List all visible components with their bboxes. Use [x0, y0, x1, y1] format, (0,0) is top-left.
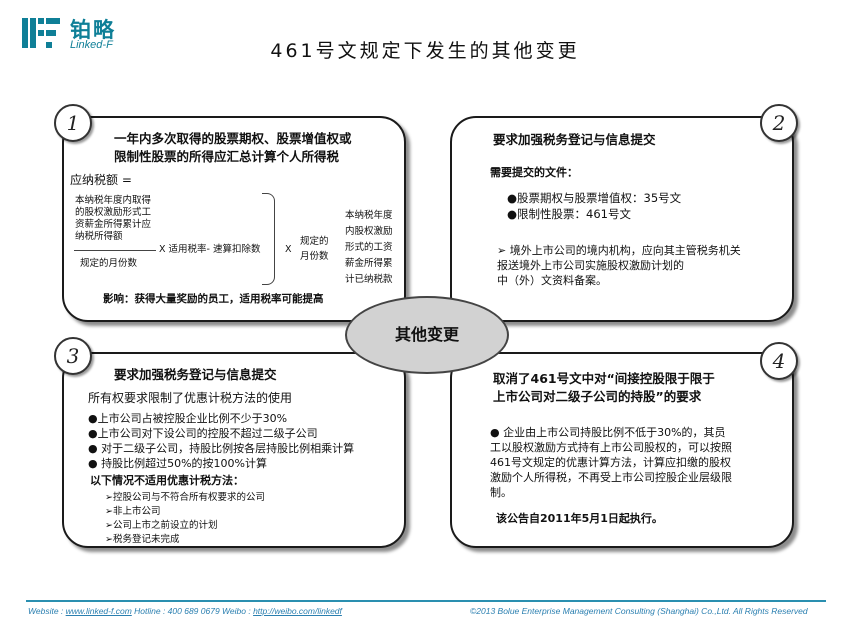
center-topic: 其他变更 [345, 296, 509, 374]
card-4-para-1: ● 企业由上市公司持股比例不低于30%的，其员 [490, 426, 726, 439]
card-3-bullet-2: ●上市公司对下设公司的控股不超过二级子公司 [88, 427, 318, 440]
card-1 [62, 116, 406, 322]
card-3-intro: 所有权要求限制了优惠计税方法的使用 [88, 391, 293, 405]
card-1-right-2: 内股权激励 [345, 226, 393, 237]
footer-website-link[interactable]: www.linked-f.com [65, 606, 132, 616]
card-4-heading-line2: 上市公司对二级子公司的持股”的要求 [493, 389, 702, 404]
logo: 铂略 Linked-F [22, 12, 162, 58]
footer-copyright: ©2013 Bolue Enterprise Management Consul… [470, 606, 808, 616]
card-1-formula-denominator: 规定的月份数 [80, 258, 138, 269]
card-4-effective-note: 该公告自2011年5月1日起执行。 [496, 512, 663, 525]
card-3-item-2: ➢非上市公司 [105, 506, 161, 517]
card-1-formula-numerator-1: 本纳税年度内取得 [75, 195, 152, 206]
card-1-right-1: 本纳税年度 [345, 210, 393, 221]
card-4-para-3: 461号文规定的优惠计算方法，计算应扣缴的股权 [490, 456, 731, 469]
card-1-formula-multiply: X [285, 244, 292, 255]
card-3-item-3: ➢公司上市之前设立的计划 [105, 520, 218, 531]
card-3-item-4: ➢税务登记未完成 [105, 534, 180, 545]
card-1-number: 1 [54, 104, 92, 142]
card-4-para-5: 制。 [490, 486, 512, 499]
footer-hotline: Hotline : 400 689 0679 Weibo : [131, 606, 254, 616]
footer-weibo-link[interactable]: http://weibo.com/linkedf [253, 606, 342, 616]
card-1-heading-line1: 一年内多次取得的股票期权、股票增值权或 [114, 131, 352, 146]
card-1-right-5: 计已纳税款 [345, 274, 393, 285]
logo-subtext: Linked-F [70, 39, 113, 51]
card-4-number: 4 [760, 342, 798, 380]
card-4-para-2: 工以股权激励方式持有上市公司股权的，可以按照 [490, 441, 732, 454]
card-3-bullet-1: ●上市公司占被控股企业比例不少于30% [88, 412, 288, 425]
card-1-formula-numerator-4: 纳税所得额 [75, 231, 123, 242]
card-2-subheading: 需要提交的文件： [490, 166, 578, 179]
card-1-formula-rate: X 适用税率- 速算扣除数 [159, 244, 261, 255]
card-3-item-1: ➢控股公司与不符合所有权要求的公司 [105, 492, 265, 503]
card-1-tax-label: 应纳税额 = [70, 173, 132, 187]
card-3-bullet-3: ● 对于二级子公司，持股比例按各层持股比例相乘计算 [88, 442, 355, 455]
card-2-bullet-2: ●限制性股票：461号文 [507, 207, 631, 221]
card-3-bullet-4: ● 持股比例超过50%的按100%计算 [88, 457, 267, 470]
card-1-formula-months-2: 月份数 [300, 251, 329, 262]
card-1-right-3: 形式的工资 [345, 242, 393, 253]
page-title: 461号文规定下发生的其他变更 [270, 40, 580, 62]
card-1-formula-numerator-3: 资薪金所得累计应 [75, 219, 152, 230]
card-2-bullet-1: ●股票期权与股票增值权：35号文 [507, 191, 682, 205]
card-3-number: 3 [54, 337, 92, 375]
card-2 [450, 116, 794, 322]
footer-website-label: Website : [28, 606, 66, 616]
card-2-number: 2 [760, 104, 798, 142]
card-1-impact: 影响：获得大量奖励的员工，适用税率可能提高 [103, 293, 324, 305]
card-2-heading: 要求加强税务登记与信息提交 [493, 132, 656, 147]
card-2-para-2: 报送境外上市公司实施股权激励计划的 [497, 259, 684, 272]
card-1-heading-line2: 限制性股票的所得应汇总计算个人所得税 [114, 149, 340, 164]
card-1-formula-numerator-2: 的股权激励形式工 [75, 207, 152, 218]
card-1-formula-months-1: 规定的 [300, 236, 329, 247]
card-3-heading: 要求加强税务登记与信息提交 [114, 367, 277, 382]
card-4-para-4: 激励个人所得税，不再受上市公司控股企业层级限 [490, 471, 732, 484]
card-2-para-3: 中（外）文资料备案。 [497, 274, 607, 287]
card-3-subheading: 以下情况不适用优惠计税方法： [90, 474, 244, 487]
card-1-formula-bracket [262, 193, 275, 285]
card-4-heading-line1: 取消了461号文中对“间接控股限于限于 [493, 371, 715, 386]
card-1-fraction-line [74, 250, 156, 251]
footer-contact: Website : www.linked-f.com Hotline : 400… [28, 606, 342, 616]
card-4 [450, 352, 794, 548]
logo-text: 铂略 [70, 18, 116, 42]
card-1-right-4: 薪金所得累 [345, 258, 393, 269]
logo-mark-icon [22, 18, 60, 48]
card-3 [62, 352, 406, 548]
card-2-para-1: ➢ 境外上市公司的境内机构，应向其主管税务机关 [497, 244, 741, 257]
footer-divider [26, 600, 826, 602]
